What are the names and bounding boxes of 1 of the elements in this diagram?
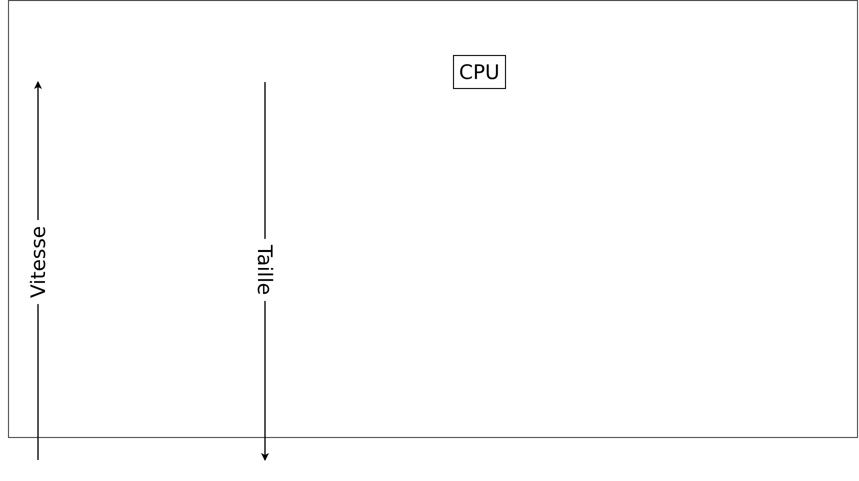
process-box: CPU <box>453 55 506 89</box>
